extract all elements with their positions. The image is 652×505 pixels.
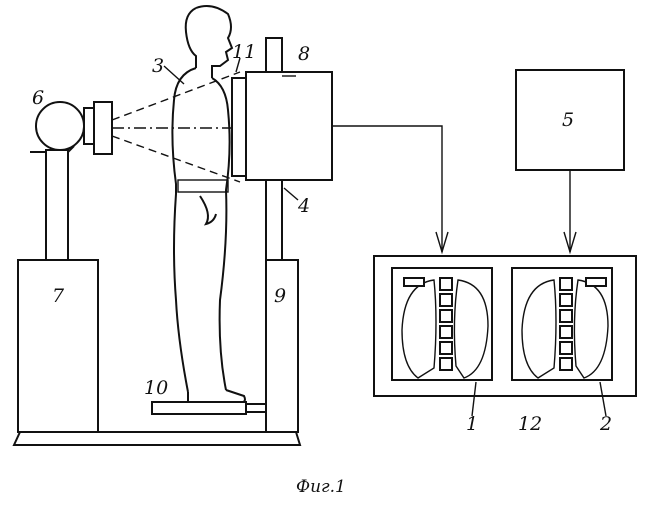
label-12: 12 <box>518 413 542 435</box>
processing-block-5 <box>515 69 625 171</box>
column-base-9 <box>265 259 299 433</box>
figure-caption: Фиг.1 <box>296 477 346 497</box>
label-10: 10 <box>144 377 168 399</box>
detector-4 <box>245 71 333 181</box>
label-5: 5 <box>562 109 574 131</box>
label-8: 8 <box>298 43 310 65</box>
source-pillar <box>45 149 69 261</box>
patient-silhouette-3 <box>171 5 246 404</box>
label-3: 3 <box>152 55 164 77</box>
label-2: 2 <box>599 413 612 435</box>
beam-upper <box>111 71 241 121</box>
detector-plate-11 <box>231 77 247 177</box>
label-11: 11 <box>232 41 256 63</box>
beam-lower <box>111 135 241 183</box>
xray-content-left <box>401 277 489 379</box>
label-6: 6 <box>32 87 44 109</box>
label-7: 7 <box>52 285 65 307</box>
collimator <box>83 107 95 145</box>
footplate-10 <box>151 401 247 415</box>
stand-block-7 <box>17 259 99 433</box>
label-4: 4 <box>297 195 310 217</box>
base-platform <box>12 431 302 446</box>
xray-source-6 <box>35 101 85 151</box>
label-9: 9 <box>274 285 286 307</box>
label-1: 1 <box>466 413 478 435</box>
xray-content-right <box>521 277 609 379</box>
signal-line-detector <box>332 125 443 252</box>
